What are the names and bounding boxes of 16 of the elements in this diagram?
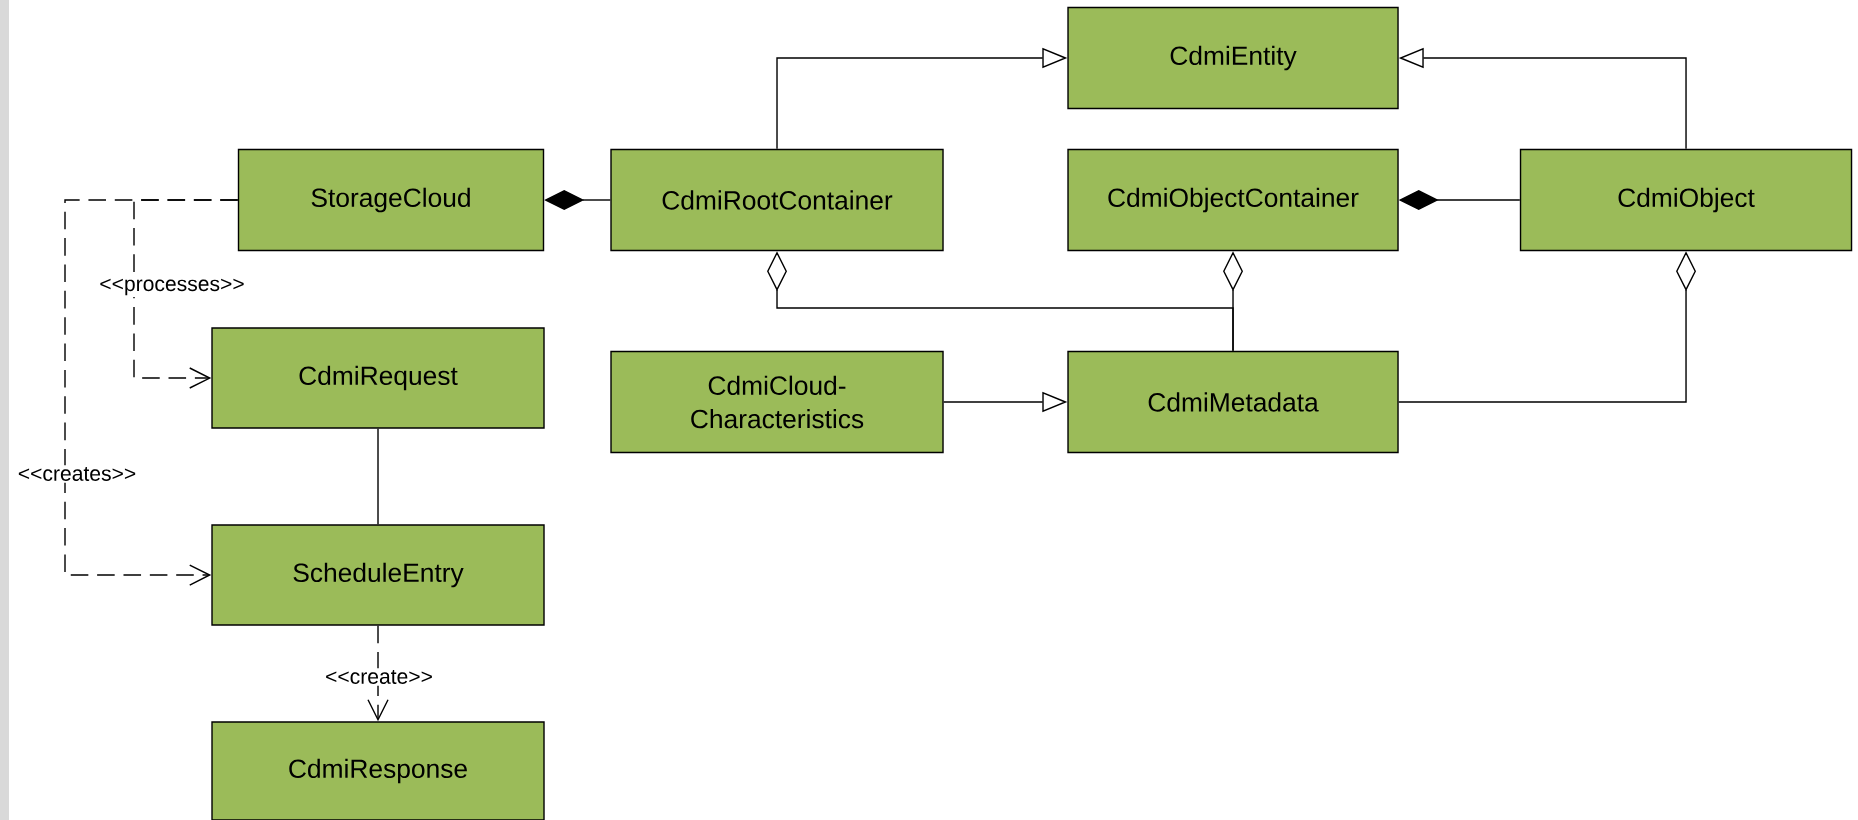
class-box: CdmiMetadata — [1067, 350, 1399, 454]
edge-label: <<create>> — [323, 668, 435, 686]
class-box: CdmiEntity — [1067, 6, 1399, 110]
class-box: CdmiResponse — [211, 721, 545, 820]
arrow — [64, 199, 239, 586]
class-box: CdmiRootContainer — [610, 148, 944, 252]
class-box: CdmiCloud- Characteristics — [610, 350, 944, 454]
edge-label: <<processes>> — [97, 276, 247, 298]
class-box: CdmiObjectContainer — [1067, 148, 1399, 252]
class-box: ScheduleEntry — [211, 524, 545, 626]
connector-line — [377, 428, 379, 525]
edge-label: <<creates>> — [16, 465, 138, 483]
arrow — [367, 625, 389, 722]
class-box: CdmiObject — [1519, 148, 1853, 252]
class-box: StorageCloud — [237, 148, 545, 252]
class-box: CdmiRequest — [211, 327, 545, 429]
